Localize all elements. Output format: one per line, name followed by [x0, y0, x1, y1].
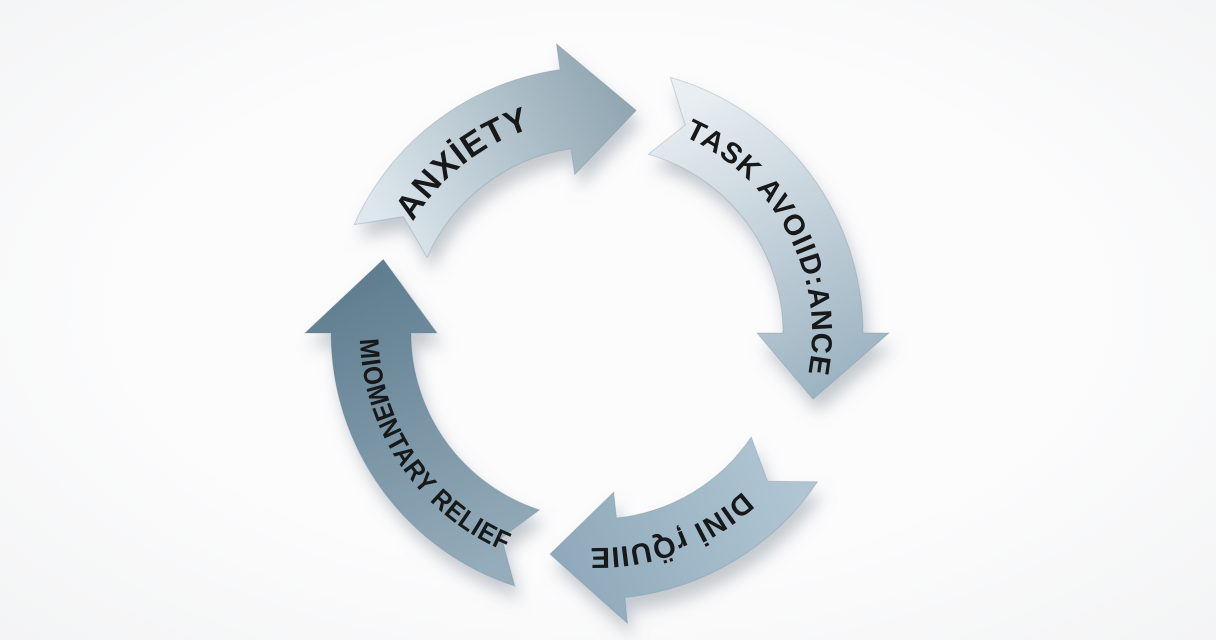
arrow-anxiety	[353, 42, 637, 259]
arrow-guilt-garbled	[549, 435, 819, 625]
arrow-momentary-relief	[303, 258, 541, 587]
cycle-arrows	[303, 42, 891, 625]
arrow-task-avoidance	[647, 76, 891, 400]
